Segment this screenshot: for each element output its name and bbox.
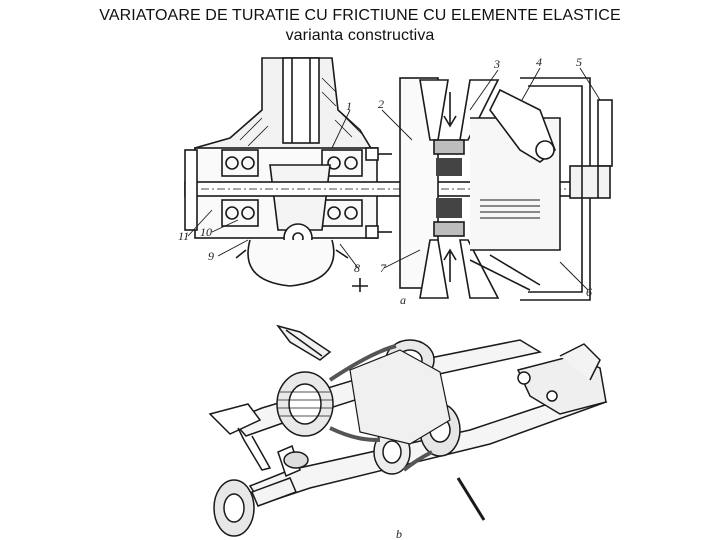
- part-number-1: 1: [346, 99, 352, 113]
- slide-subtitle: varianta constructiva: [285, 27, 435, 44]
- part-number-4: 4: [536, 55, 542, 69]
- part-number-5: 5: [576, 55, 582, 69]
- figure-b-chassis-illustration: [208, 324, 608, 537]
- figure-b-caption: b: [396, 527, 402, 540]
- variator-disks: [399, 77, 500, 299]
- figure-a-part-labels: 1 2 3 4 5 6 7 8 9 10 11 a: [178, 55, 592, 307]
- part-number-10: 10: [200, 225, 212, 239]
- part-number-11: 11: [178, 229, 189, 243]
- part-number-9: 9: [208, 249, 214, 263]
- figure-a-caption: a: [400, 293, 406, 307]
- bearing-right: [321, 149, 363, 227]
- slide-title: VARIATOARE DE TURATIE CU FRICTIUNE CU EL…: [99, 7, 621, 24]
- part-number-2: 2: [378, 97, 384, 111]
- part-number-7: 7: [380, 261, 387, 275]
- part-number-6: 6: [586, 285, 592, 299]
- part-number-8: 8: [354, 261, 360, 275]
- part-number-3: 3: [493, 57, 500, 71]
- figure-a-cross-section: [184, 57, 613, 301]
- bearing-left: [221, 149, 259, 227]
